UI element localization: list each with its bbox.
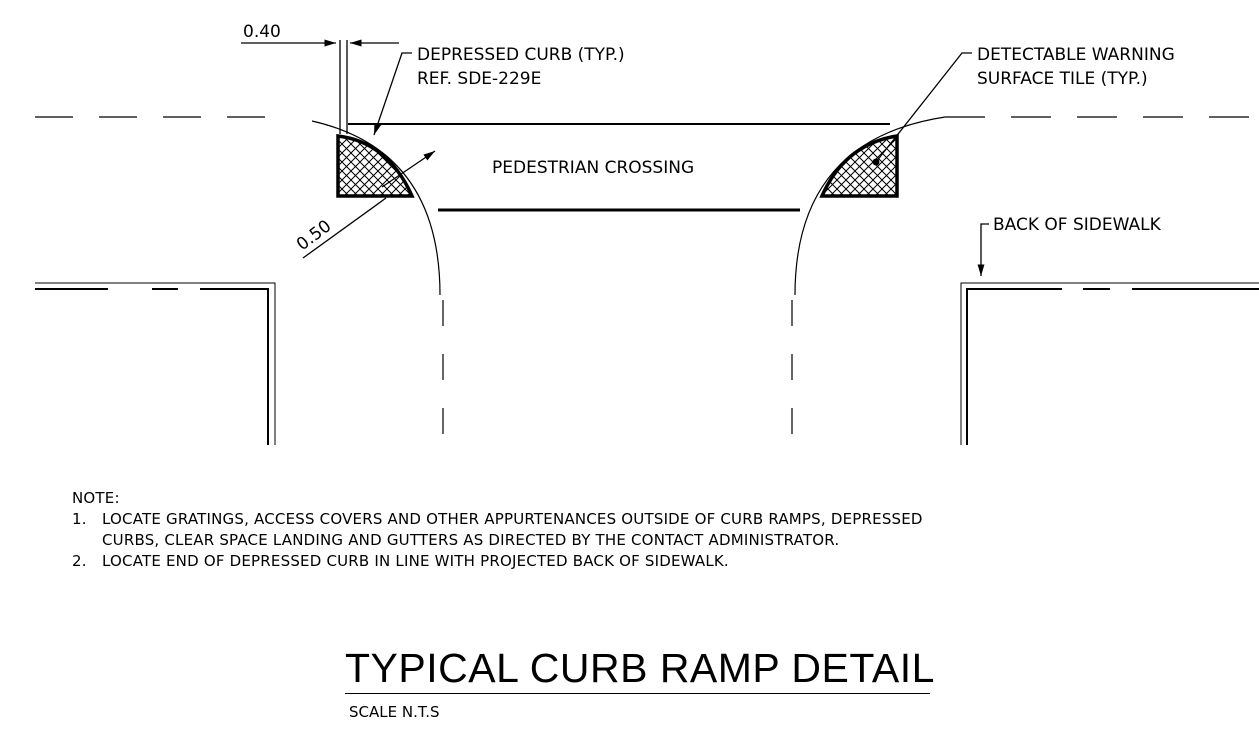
dimension-0-40 (241, 39, 399, 134)
note-item-2: 2. LOCATE END OF DEPRESSED CURB IN LINE … (72, 551, 1257, 572)
curb-return-right (794, 116, 946, 296)
leader-back-of-sidewalk (977, 223, 989, 276)
label-back-of-sidewalk: BACK OF SIDEWALK (993, 215, 1162, 235)
note-item-1: 1. LOCATE GRATINGS, ACCESS COVERS AND OT… (72, 509, 1257, 551)
drawing-title: TYPICAL CURB RAMP DETAIL (345, 643, 934, 694)
note-line: LOCATE GRATINGS, ACCESS COVERS AND OTHER… (102, 510, 923, 528)
crosswalk-lines (348, 123, 890, 212)
drawing-scale: SCALE N.T.S (349, 703, 440, 721)
note-text: LOCATE GRATINGS, ACCESS COVERS AND OTHER… (102, 509, 1257, 551)
notes-section: NOTE: 1. LOCATE GRATINGS, ACCESS COVERS … (72, 488, 1257, 572)
note-line: LOCATE END OF DEPRESSED CURB IN LINE WIT… (102, 552, 729, 570)
note-line: CURBS, CLEAR SPACE LANDING AND GUTTERS A… (102, 531, 840, 549)
warning-tile-right (819, 133, 899, 198)
label-depressed-curb-ref: REF. SDE-229E (417, 69, 541, 89)
sidewalk-blocks (35, 282, 1259, 445)
note-number: 2. (72, 552, 87, 570)
warning-tile-left (336, 134, 415, 198)
note-number: 1. (72, 510, 87, 528)
label-pedestrian-crossing: PEDESTRIAN CROSSING (492, 158, 694, 178)
dim-label-0-40: 0.40 (243, 22, 281, 42)
label-depressed-curb: DEPRESSED CURB (TYP.) (417, 45, 625, 65)
dimension-0-50 (302, 150, 436, 259)
label-warning-tile-2: SURFACE TILE (TYP.) (977, 69, 1148, 89)
leader-warning-tile (875, 52, 972, 163)
sidewalk-block-left (35, 282, 276, 445)
warning-tiles (336, 133, 899, 198)
note-text: LOCATE END OF DEPRESSED CURB IN LINE WIT… (102, 551, 1257, 572)
curb-return-left (311, 120, 441, 296)
curb-returns (311, 116, 946, 440)
leader-depressed-curb (373, 52, 412, 136)
sidewalk-block-right (960, 282, 1259, 445)
notes-heading: NOTE: (72, 489, 120, 507)
label-warning-tile: DETECTABLE WARNING (977, 45, 1175, 65)
title-block: TYPICAL CURB RAMP DETAIL SCALE N.T.S (345, 643, 934, 721)
